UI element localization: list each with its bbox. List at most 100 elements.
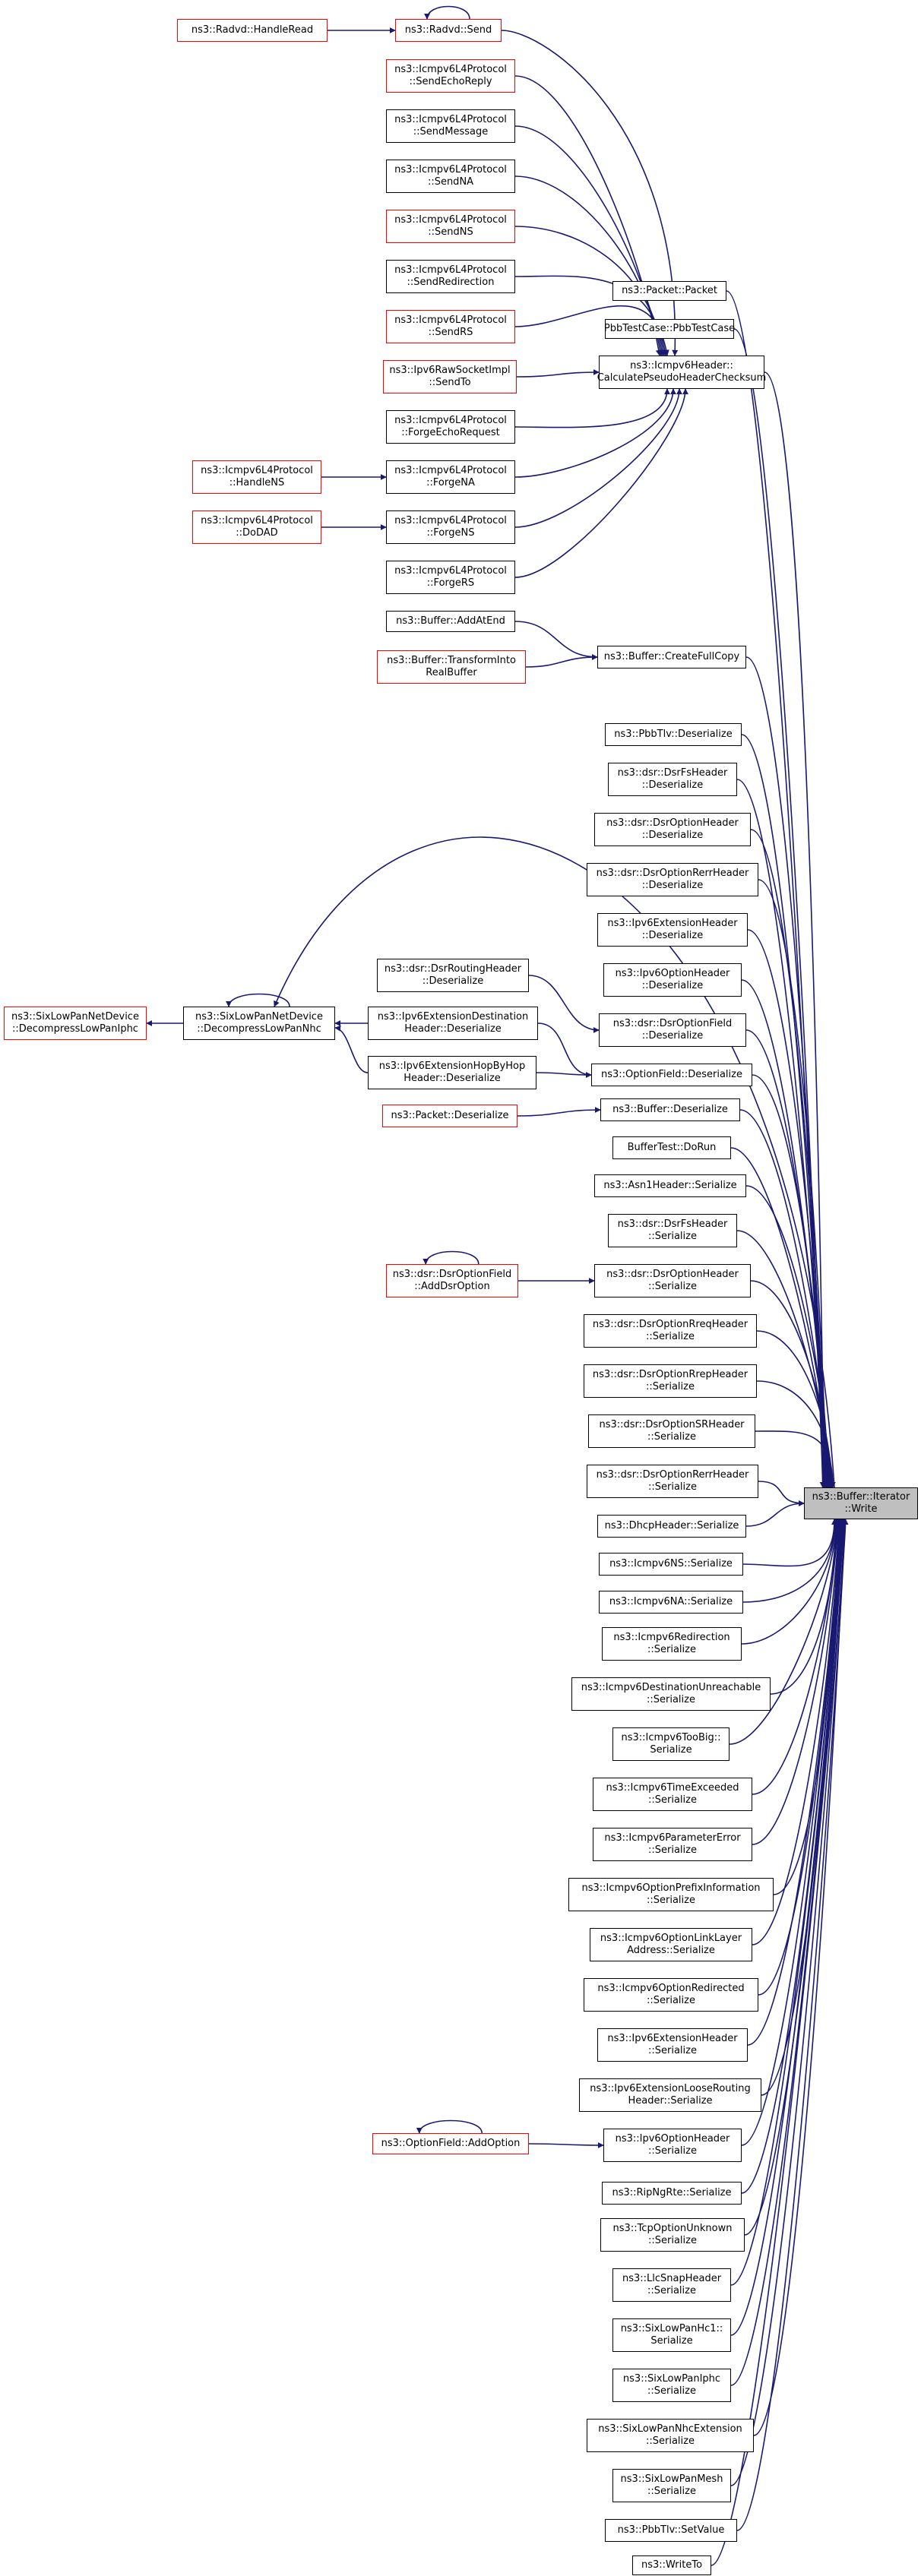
node-icmp-sendmessage[interactable]: ns3::Icmpv6L4Protocol::SendMessage xyxy=(386,109,515,143)
node-icmpv6optredirected-serialize[interactable]: ns3::Icmpv6OptionRedirected::Serialize xyxy=(584,1978,758,2012)
node-icmpv6paramerror-serialize[interactable]: ns3::Icmpv6ParameterError::Serialize xyxy=(593,1828,752,1861)
node-sixlowpanhc1-serialize[interactable]: ns3::SixLowPanHc1::Serialize xyxy=(612,2318,731,2352)
node-optionfield-addoption[interactable]: ns3::OptionField::AddOption xyxy=(372,2133,529,2154)
node-label-line: ::Deserialize xyxy=(641,980,704,991)
node-buffer-createfullcopy[interactable]: ns3::Buffer::CreateFullCopy xyxy=(597,646,746,668)
node-label-line: ns3::Icmpv6TimeExceeded xyxy=(606,1782,739,1794)
node-buffertest-dorun[interactable]: BufferTest::DoRun xyxy=(612,1136,731,1159)
edge-ipv6optionheader-serialize-to-write xyxy=(741,1519,844,2146)
node-sixlowpanmesh-serialize[interactable]: ns3::SixLowPanMesh::Serialize xyxy=(612,2469,731,2502)
node-label-line: ::Serialize xyxy=(646,1381,695,1392)
node-dsrfsheader-deserialize[interactable]: ns3::dsr::DsrFsHeader::Deserialize xyxy=(608,763,737,796)
node-icmpv6header-checksum[interactable]: ns3::Icmpv6Header::CalculatePseudoHeader… xyxy=(597,356,766,389)
node-icmp-sendredirection[interactable]: ns3::Icmpv6L4Protocol::SendRedirection xyxy=(386,260,515,293)
node-label-line: ::HandleNS xyxy=(229,477,285,488)
node-icmp-forgena[interactable]: ns3::Icmpv6L4Protocol::ForgeNA xyxy=(386,460,515,494)
node-dsroptionsrheader-serialize[interactable]: ns3::dsr::DsrOptionSRHeader::Serialize xyxy=(588,1414,755,1448)
node-label-line: ::SendMessage xyxy=(413,126,489,137)
node-label-line: ns3::TcpOptionUnknown xyxy=(612,2223,733,2234)
node-icmpv6toobig-serialize[interactable]: ns3::Icmpv6TooBig::Serialize xyxy=(612,1727,730,1761)
node-dsroptionfield-adddsroption[interactable]: ns3::dsr::DsrOptionField::AddDsrOption xyxy=(386,1264,518,1297)
node-ns3-writeto[interactable]: ns3::WriteTo xyxy=(632,2555,711,2575)
node-buffer-addatend[interactable]: ns3::Buffer::AddAtEnd xyxy=(386,611,515,632)
node-label-line: ::ForgeNA xyxy=(426,477,475,488)
node-label-line: ::ForgeEchoRequest xyxy=(401,427,500,438)
node-label-line: ::Serialize xyxy=(647,2486,696,2497)
edge-21 xyxy=(537,1022,592,1078)
node-pbbtlv-setvalue[interactable]: ns3::PbbTlv::SetValue xyxy=(605,2519,737,2542)
node-ipv6extensionheader-serialize[interactable]: ns3::Ipv6ExtensionHeader::Serialize xyxy=(597,2028,748,2062)
node-label-line: ns3::SixLowPanHc1:: xyxy=(620,2323,723,2334)
node-icmpv6timeexceeded-serialize[interactable]: ns3::Icmpv6TimeExceeded::Serialize xyxy=(593,1778,752,1811)
node-ipv6optionheader-deserialize[interactable]: ns3::Ipv6OptionHeader::Deserialize xyxy=(603,963,742,997)
node-label-line: ns3::dsr::DsrFsHeader xyxy=(617,1218,728,1230)
node-sixlowpan-decompress-iphc[interactable]: ns3::SixLowPanNetDevice::DecompressLowPa… xyxy=(4,1007,147,1040)
node-dsrroutingheader-deserialize[interactable]: ns3::dsr::DsrRoutingHeader::Deserialize xyxy=(377,959,529,992)
node-icmpv6destunreach-serialize[interactable]: ns3::Icmpv6DestinationUnreachable::Seria… xyxy=(571,1677,771,1711)
edge-8 xyxy=(516,369,600,378)
node-ipv6optionheader-serialize[interactable]: ns3::Ipv6OptionHeader::Serialize xyxy=(603,2129,742,2162)
node-icmp-sendechoreply[interactable]: ns3::Icmpv6L4Protocol::SendEchoReply xyxy=(386,59,515,93)
node-icmp-dodad[interactable]: ns3::Icmpv6L4Protocol::DoDAD xyxy=(192,510,321,544)
node-icmp-forgers[interactable]: ns3::Icmpv6L4Protocol::ForgeRS xyxy=(386,561,515,594)
node-pbbtlv-deserialize[interactable]: ns3::PbbTlv::Deserialize xyxy=(605,723,742,746)
node-label-line: ns3::PbbTlv::SetValue xyxy=(617,2524,725,2536)
node-tcpoptionunknown-serialize[interactable]: ns3::TcpOptionUnknown::Serialize xyxy=(600,2218,745,2252)
node-ipv6raw-sendto[interactable]: ns3::Ipv6RawSocketImpl::SendTo xyxy=(383,360,517,394)
node-sixlowpan-decompress-nhc[interactable]: ns3::SixLowPanNetDevice::DecompressLowPa… xyxy=(183,1007,335,1040)
node-icmp-sendna[interactable]: ns3::Icmpv6L4Protocol::SendNA xyxy=(386,160,515,193)
node-icmp-sendns[interactable]: ns3::Icmpv6L4Protocol::SendNS xyxy=(386,210,515,243)
node-icmpv6ns-serialize[interactable]: ns3::Icmpv6NS::Serialize xyxy=(599,1553,743,1576)
node-optionfield-deserialize[interactable]: ns3::OptionField::Deserialize xyxy=(591,1064,752,1086)
node-dsroptionrerrheader-serialize[interactable]: ns3::dsr::DsrOptionRerrHeader::Serialize xyxy=(587,1465,758,1498)
node-icmpv6optprefix-serialize[interactable]: ns3::Icmpv6OptionPrefixInformation::Seri… xyxy=(568,1878,774,1911)
node-label-line: ns3::Icmpv6ParameterError xyxy=(604,1832,741,1844)
node-label-line: ns3::Packet::Deserialize xyxy=(391,1110,509,1121)
node-icmpv6redirection-serialize[interactable]: ns3::Icmpv6Redirection::Serialize xyxy=(602,1627,742,1661)
edge-26 xyxy=(758,1481,805,1506)
node-dhcpheader-serialize[interactable]: ns3::DhcpHeader::Serialize xyxy=(597,1515,746,1538)
node-dsroptionheader-deserialize[interactable]: ns3::dsr::DsrOptionHeader::Deserialize xyxy=(594,813,751,846)
node-icmp-handlens[interactable]: ns3::Icmpv6L4Protocol::HandleNS xyxy=(192,460,321,494)
edge-icmpv6redirection-serialize-to-write xyxy=(741,1519,839,1645)
node-dsrfsheader-serialize[interactable]: ns3::dsr::DsrFsHeader::Serialize xyxy=(608,1214,737,1247)
self-call-add-dsr-option xyxy=(423,1250,479,1265)
node-label-line: ns3::Buffer::Deserialize xyxy=(612,1104,728,1115)
node-label-line: BufferTest::DoRun xyxy=(627,1142,717,1153)
node-asn1header-serialize[interactable]: ns3::Asn1Header::Serialize xyxy=(594,1174,746,1197)
node-dsroptionrerrheader-deserialize[interactable]: ns3::dsr::DsrOptionRerrHeader::Deseriali… xyxy=(587,863,758,896)
node-label-line: ::SendRedirection xyxy=(407,277,495,288)
node-dsroptionrrepheader-serialize[interactable]: ns3::dsr::DsrOptionRrepHeader::Serialize xyxy=(584,1364,757,1398)
node-label-line: ::SendEchoReply xyxy=(409,76,492,87)
node-radvd-send[interactable]: ns3::Radvd::Send xyxy=(395,19,502,42)
node-icmp-forgens[interactable]: ns3::Icmpv6L4Protocol::ForgeNS xyxy=(386,510,515,544)
node-radvd-handleread[interactable]: ns3::Radvd::HandleRead xyxy=(177,19,328,42)
node-sixlowpannhcext-serialize[interactable]: ns3::SixLowPanNhcExtension::Serialize xyxy=(587,2419,754,2452)
node-sixlowpaniphc-serialize[interactable]: ns3::SixLowPanIphc::Serialize xyxy=(612,2369,731,2402)
node-icmp-sendrs[interactable]: ns3::Icmpv6L4Protocol::SendRS xyxy=(386,310,515,343)
edge-icmpv6toobig-serialize-to-write xyxy=(729,1519,840,1745)
node-dsroptionheader-serialize[interactable]: ns3::dsr::DsrOptionHeader::Serialize xyxy=(594,1264,751,1297)
node-label-line: ::Serialize xyxy=(647,1431,696,1443)
node-dsroptionrreqheader-serialize[interactable]: ns3::dsr::DsrOptionRreqHeader::Serialize xyxy=(584,1314,757,1348)
node-dsroptionfield-deserialize[interactable]: ns3::dsr::DsrOptionField::Deserialize xyxy=(599,1013,746,1047)
node-packet-deserialize[interactable]: ns3::Packet::Deserialize xyxy=(382,1105,517,1127)
node-icmp-forgeechorequest[interactable]: ns3::Icmpv6L4Protocol::ForgeEchoRequest xyxy=(386,410,515,444)
node-label-line: ::SendNA xyxy=(427,176,474,188)
node-label-line: ns3::SixLowPanNetDevice xyxy=(11,1011,139,1022)
node-packet-packet[interactable]: ns3::Packet::Packet xyxy=(612,281,726,301)
node-label-line: ns3::WriteTo xyxy=(641,2559,703,2571)
node-ipv6extensionheader-deserialize[interactable]: ns3::Ipv6ExtensionHeader::Deserialize xyxy=(597,913,748,947)
node-ripngrte-serialize[interactable]: ns3::RipNgRte::Serialize xyxy=(602,2182,742,2205)
node-pbbtestcase[interactable]: PbbTestCase::PbbTestCase xyxy=(604,319,735,339)
edge-10 xyxy=(514,388,676,478)
node-llcsnapheader-serialize[interactable]: ns3::LlcSnapHeader::Serialize xyxy=(612,2268,731,2302)
node-icmpv6na-serialize[interactable]: ns3::Icmpv6NA::Serialize xyxy=(599,1591,743,1614)
node-buffer-deserialize[interactable]: ns3::Buffer::Deserialize xyxy=(600,1098,740,1121)
node-label-line: Header::Deserialize xyxy=(404,1023,502,1035)
